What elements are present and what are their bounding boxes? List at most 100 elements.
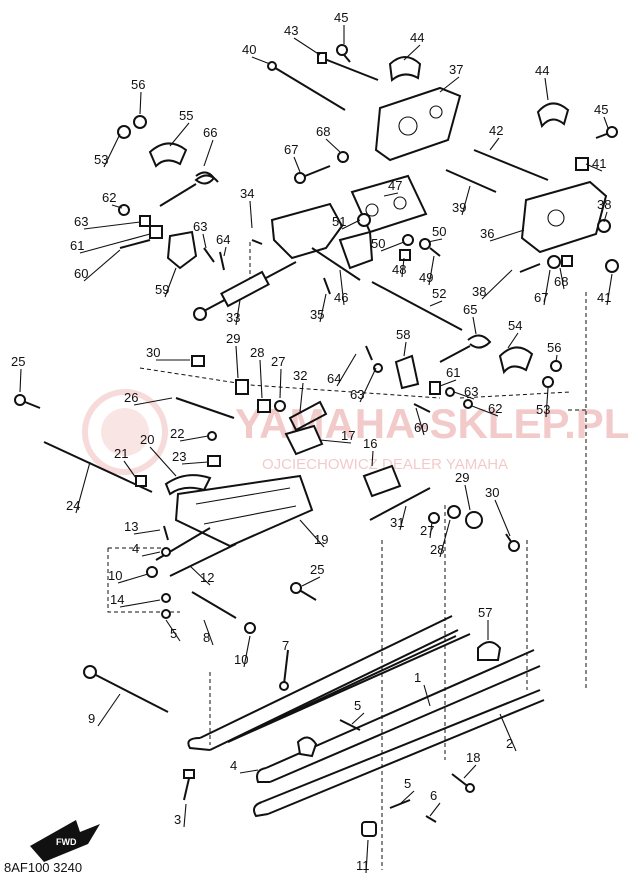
callout-leader: [453, 391, 475, 400]
callout-leader: [249, 200, 253, 229]
ski-runners: [83, 615, 545, 837]
callout-label: 12: [200, 570, 214, 585]
callout-leader: [165, 619, 181, 642]
callout-leader: [103, 133, 121, 168]
callout-leader: [319, 439, 352, 444]
callout-label: 29: [455, 470, 469, 485]
callout-label: 56: [131, 77, 145, 92]
callout-label: 28: [430, 542, 444, 557]
callout-label: 2: [506, 736, 513, 751]
callout-label: 43: [284, 23, 298, 38]
callout-leader: [489, 137, 500, 151]
callout-leader: [427, 238, 443, 243]
callout-leader: [141, 551, 161, 557]
callout-leader: [189, 565, 211, 586]
callout-label: 65: [463, 302, 477, 317]
callout-label: 30: [146, 345, 160, 360]
callout-label: 64: [216, 232, 230, 247]
callout-label: 48: [392, 262, 406, 277]
callout-leader: [133, 529, 161, 535]
callout-label: 4: [132, 541, 139, 556]
callout-leader: [371, 450, 374, 467]
fwd-label: FWD: [56, 837, 77, 847]
callout-leader: [299, 382, 304, 413]
callout-label: 53: [94, 152, 108, 167]
callout-leader: [341, 219, 361, 230]
callout-leader: [359, 367, 377, 403]
callout-leader: [179, 435, 209, 442]
callout-label: 16: [363, 436, 377, 451]
callout-leader: [439, 76, 460, 93]
callout-label: 24: [66, 498, 80, 513]
callout-label: 23: [172, 449, 186, 464]
callout-label: 8: [203, 630, 210, 645]
callout-leader: [399, 505, 407, 531]
callout-label: 28: [250, 345, 264, 360]
callout-label: 13: [124, 519, 138, 534]
callout-leader: [464, 484, 471, 511]
callout-leader: [339, 269, 345, 306]
callout-label: 5: [170, 626, 177, 641]
callout-label: 18: [466, 750, 480, 765]
callout-leader: [97, 693, 121, 727]
callout-leader: [428, 255, 435, 286]
callout-label: 21: [114, 446, 128, 461]
callout-leader: [603, 116, 609, 129]
callout-label: 63: [193, 219, 207, 234]
callout-leader: [429, 300, 443, 307]
callout-leader: [461, 185, 471, 216]
callout-leader: [301, 576, 321, 587]
callout-label: 58: [396, 327, 410, 342]
callout-label: 30: [485, 485, 499, 500]
callout-leader: [181, 461, 209, 465]
callout-leader: [380, 241, 405, 252]
callout-leader: [251, 56, 271, 65]
callout-leader: [494, 499, 511, 537]
callout-label: 37: [449, 62, 463, 77]
callout-label: 19: [314, 532, 328, 547]
callout-label: 27: [271, 354, 285, 369]
callout-label: 1: [414, 670, 421, 685]
callout-label: 26: [124, 390, 138, 405]
callout-label: 60: [414, 420, 428, 435]
callout-label: 10: [108, 568, 122, 583]
callout-label: 20: [140, 432, 154, 447]
callout-leader: [545, 387, 549, 418]
callout-label: 61: [70, 238, 84, 253]
callout-label: 55: [179, 108, 193, 123]
callout-leader: [117, 573, 149, 584]
callout-leader: [259, 359, 263, 399]
callout-label: 4: [230, 758, 237, 773]
callout-label: 59: [155, 282, 169, 297]
callout-leader: [79, 233, 151, 254]
callout-label: 35: [310, 307, 324, 322]
diagram-code: 8AF100 3240: [4, 860, 82, 875]
callout-label: 3: [174, 812, 181, 827]
callout-leader: [19, 368, 22, 393]
callout-label: 62: [102, 190, 116, 205]
callout-leader: [403, 44, 421, 61]
middle-assembly: [14, 345, 562, 691]
callout-label: 5: [354, 698, 361, 713]
callout-leader: [243, 635, 251, 668]
callout-leader: [415, 407, 425, 436]
callout-leader: [149, 446, 177, 477]
callout-leader: [544, 77, 549, 101]
callout-leader: [169, 122, 190, 147]
guide-lines: [107, 242, 587, 870]
callout-label: 68: [316, 124, 330, 139]
callout-leader: [439, 519, 451, 558]
callout-label: 41: [597, 290, 611, 305]
callout-leader: [133, 397, 173, 406]
callout-label: 22: [170, 426, 184, 441]
callout-leader: [559, 267, 565, 290]
callout-leader: [239, 769, 259, 774]
callout-leader: [585, 163, 603, 172]
callout-leader: [439, 379, 457, 387]
callout-leader: [299, 519, 325, 548]
watermark-subtitle: OJCIECHOWICZ DEALER YAMAHA: [262, 456, 508, 473]
callout-leader: [429, 802, 441, 817]
callout-leader: [463, 764, 477, 779]
